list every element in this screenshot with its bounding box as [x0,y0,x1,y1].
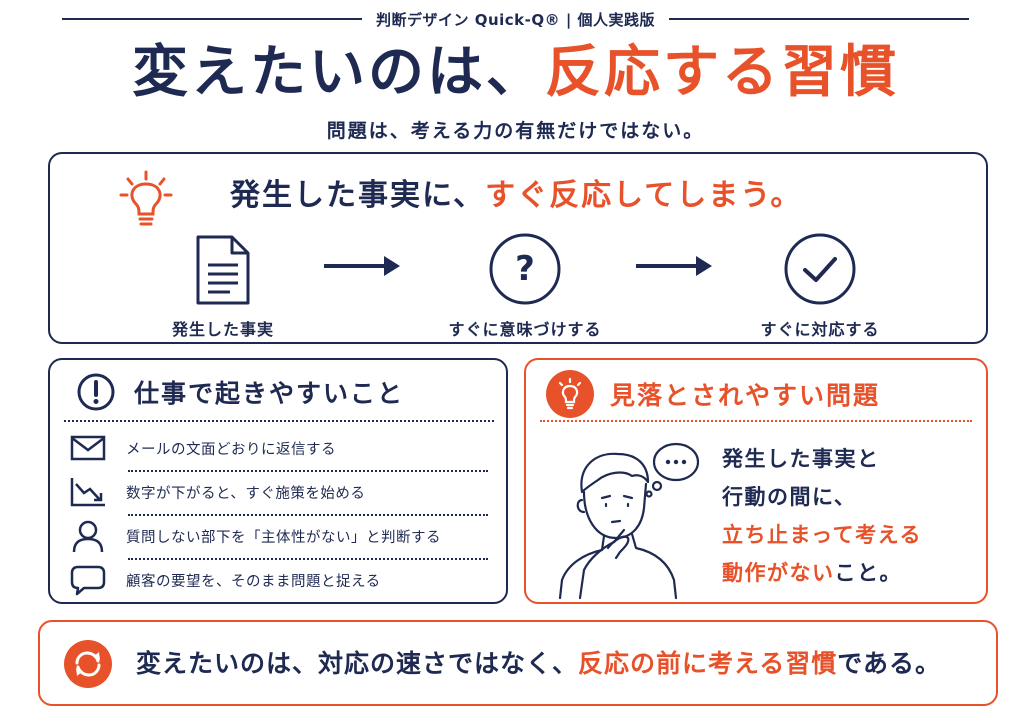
svg-text:?: ? [515,249,535,289]
check-circle-icon [784,233,856,305]
document-icon [196,235,250,305]
mail-icon [70,435,106,461]
divider [64,420,494,422]
question-circle-icon: ? [489,233,561,305]
overlooked-description: 発生した事実と 行動の間に、 立ち止まって考える 動作がないこと。 [722,440,922,592]
reaction-heading-part1: 発生した事実に、 [230,178,486,213]
list-item: 顧客の要望を、そのまま問題と捉える [68,560,488,600]
conclusion-part1: 変えたいのは、対応の速さではなく、 [136,649,579,678]
series-line-right [669,18,970,20]
description-line4: 動作がないこと。 [722,554,922,592]
page-title: 変えたいのは、反応する習慣 [0,34,1031,112]
situations-heading: 仕事で起きやすいこと [134,379,405,408]
reaction-heading: 発生した事実に、すぐ反応してしまう。 [230,176,802,216]
conclusion-text: 変えたいのは、対応の速さではなく、反応の前に考える習慣である。 [136,642,941,686]
arrow-right-icon [324,256,400,276]
description-line4-emphasis: 動作がない [722,561,835,585]
step-interpret-label: すぐに意味づけする [448,320,602,339]
title-part2: 反応する習慣 [545,40,899,105]
conclusion-panel: 変えたいのは、対応の速さではなく、反応の前に考える習慣である。 [38,620,998,706]
page-subtitle: 問題は、考える力の有無だけではない。 [326,120,705,142]
list-item: メールの文面どおりに返信する [68,428,488,468]
reaction-flow-panel: 発生した事実に、すぐ反応してしまう。 発生した事実 ? すぐに意味づけする [48,152,988,344]
description-line4-rest: こと。 [834,561,902,585]
overlooked-header: 見落とされやすい問題 [546,370,880,418]
step-respond: すぐに対応する [730,232,910,340]
person-icon [72,520,104,553]
list-item: 質問しない部下を「主体性がない」と判断する [68,516,488,556]
divider [128,558,488,560]
series-label: 判断デザイン Quick-Q® | 個人実践版 [375,10,656,29]
divider [540,420,972,422]
lightbulb-badge-icon [546,370,594,418]
step-interpret: ? すぐに意味づけする [425,232,625,340]
description-line3: 立ち止まって考える [722,523,922,547]
list-item-text: 顧客の要望を、そのまま問題と捉える [126,573,381,590]
divider [128,470,488,472]
situations-header: 仕事で起きやすいこと [76,372,404,412]
series-line-left [61,18,362,20]
thinking-person-illustration [558,442,700,600]
step-respond-label: すぐに対応する [760,320,880,339]
description-line1: 発生した事実と [722,447,880,471]
divider [128,514,488,516]
title-part1: 変えたいのは、 [132,40,545,105]
list-item-text: 質問しない部下を「主体性がない」と判断する [126,529,441,546]
conclusion-part2: 反応の前に考える習慣 [578,649,838,678]
arrow-right-icon [636,256,712,276]
series-header: 判断デザイン Quick-Q® | 個人実践版 [0,8,1031,30]
step-fact-label: 発生した事実 [171,320,274,339]
exclamation-circle-icon [77,373,115,411]
reaction-heading-part2: すぐ反応してしまう。 [485,178,803,213]
chart-down-icon [70,478,105,507]
speech-bubble-icon [70,565,106,596]
conclusion-part3: である。 [837,649,942,678]
list-item-text: 数字が下がると、すぐ施策を始める [126,485,366,502]
list-item: 数字が下がると、すぐ施策を始める [68,472,488,512]
refresh-icon [64,640,112,688]
overlooked-problem-panel: 見落とされやすい問題 [524,358,988,604]
list-item-text: メールの文面どおりに返信する [126,441,336,458]
description-line2: 行動の間に、 [722,485,857,509]
common-situations-panel: 仕事で起きやすいこと メールの文面どおりに返信する 数字が下がると、すぐ施策を始… [48,358,508,604]
lightbulb-icon [119,170,173,226]
overlooked-heading: 見落とされやすい問題 [610,381,881,410]
step-fact: 発生した事実 [148,234,298,340]
